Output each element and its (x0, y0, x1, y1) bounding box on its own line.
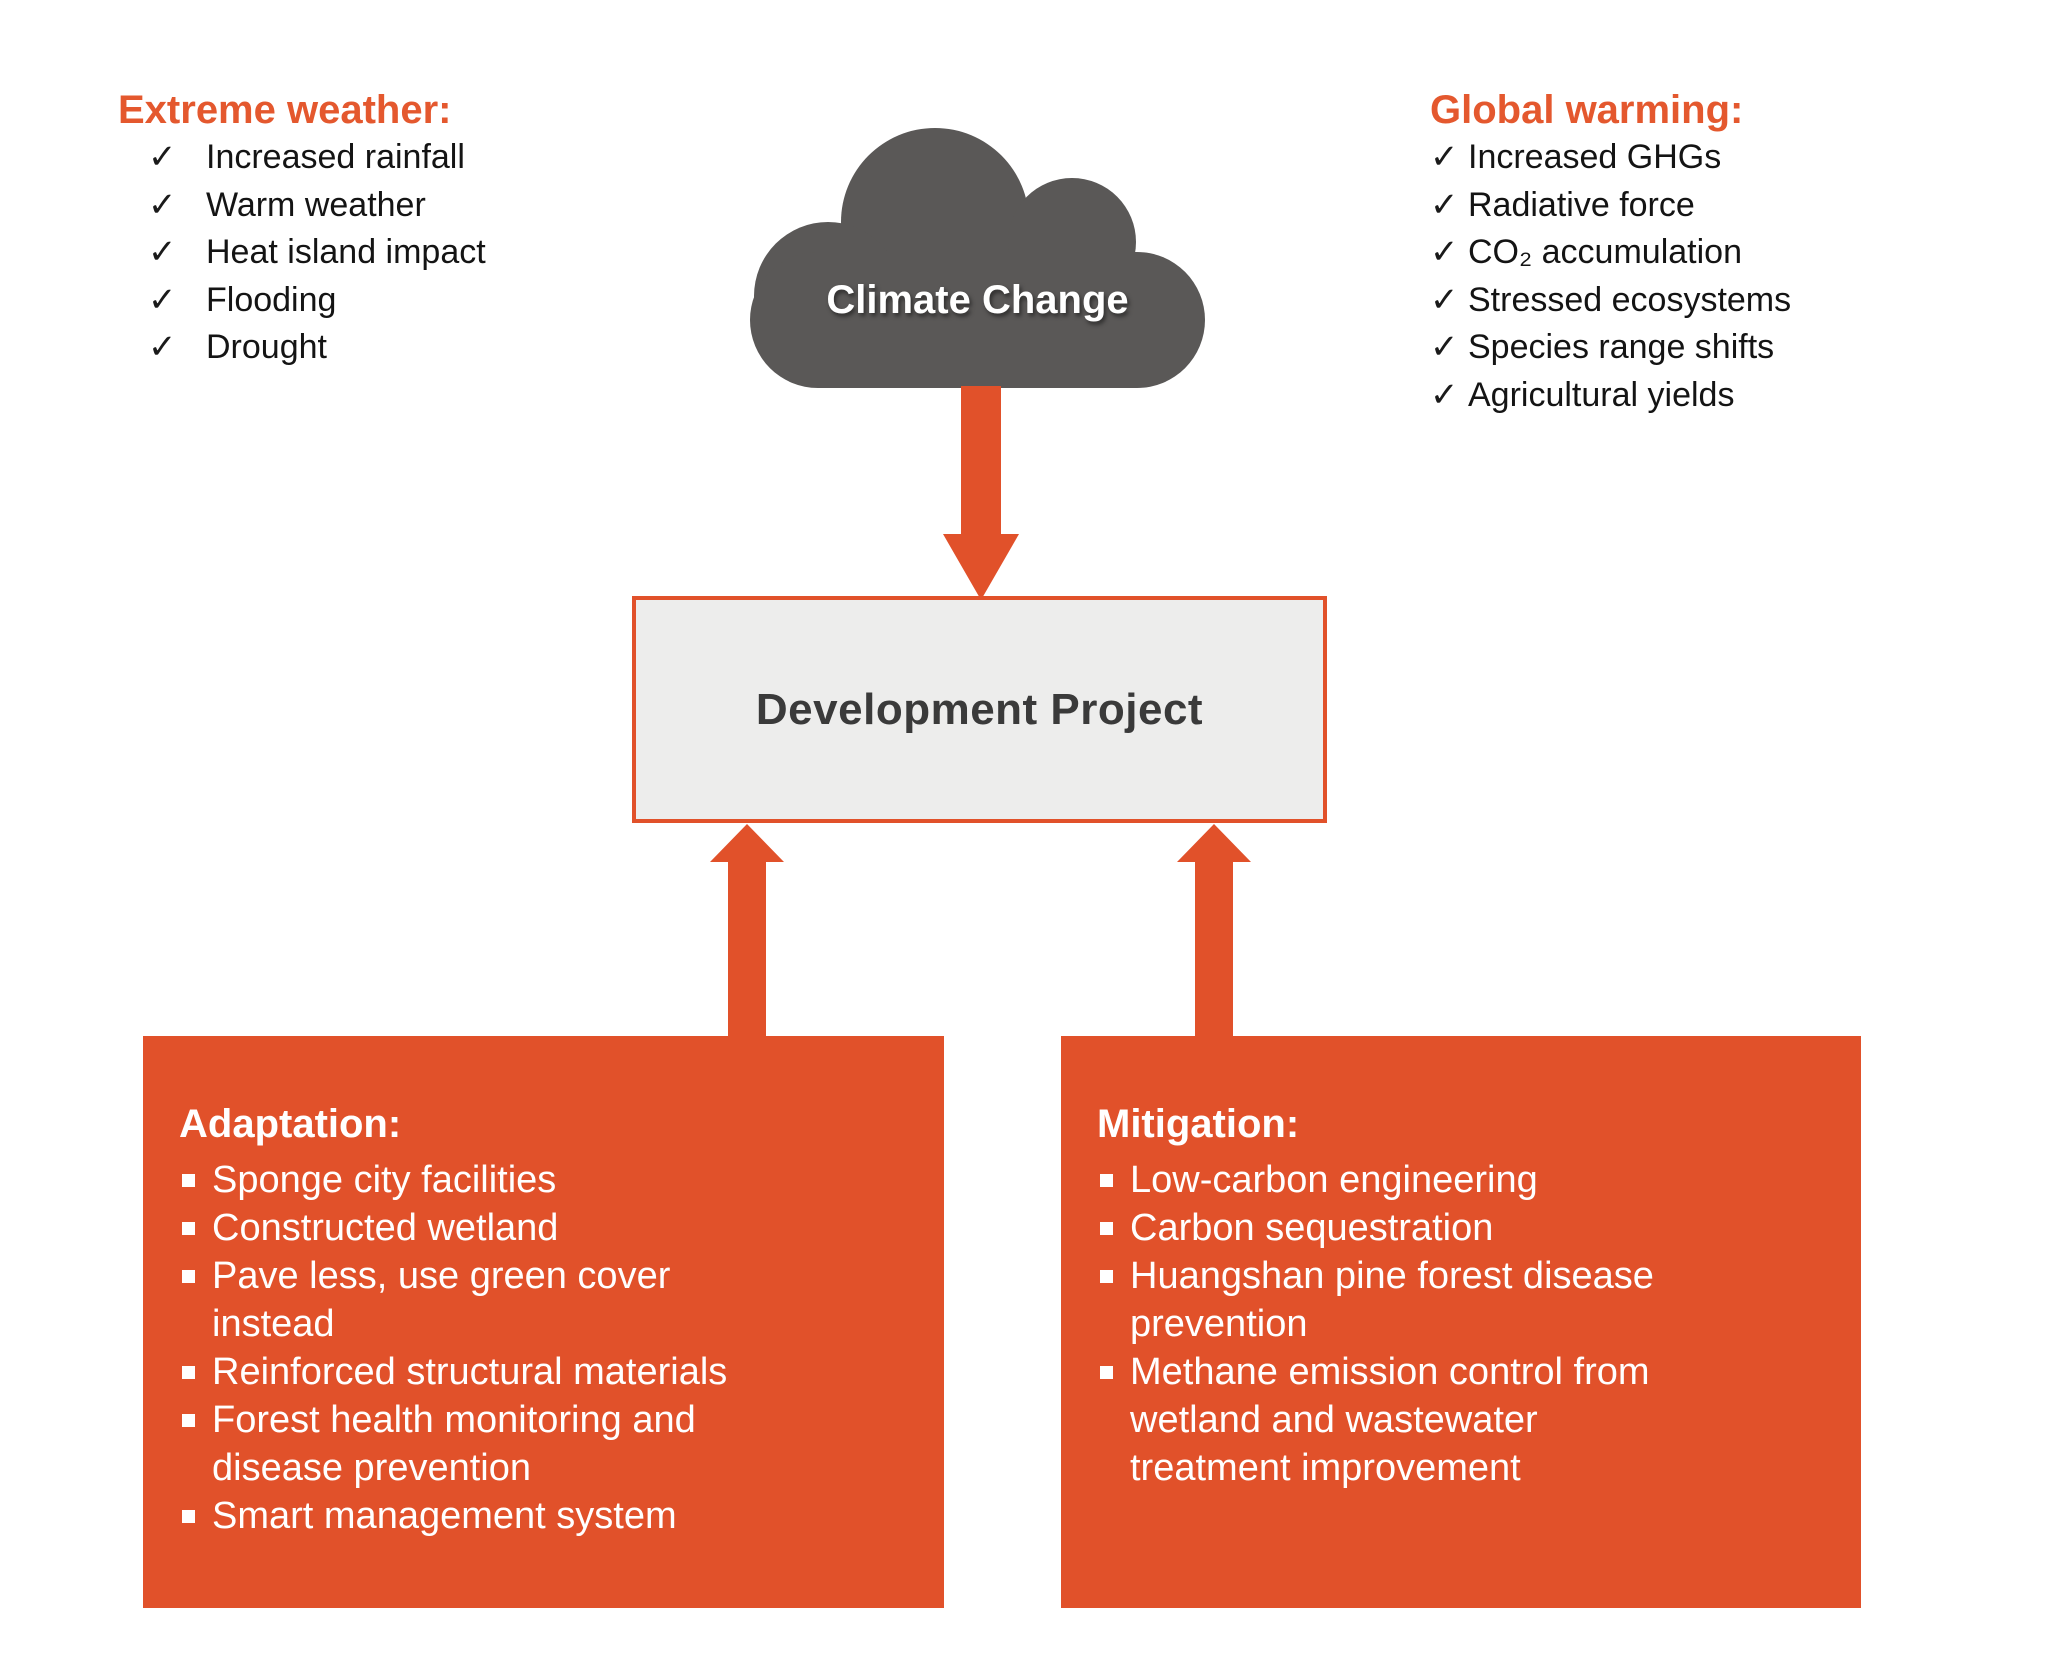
bullet-square-icon (1100, 1270, 1113, 1283)
checkmark-icon: ✓ (148, 185, 177, 224)
mitigation-item: Low-carbon engineering (1097, 1156, 1821, 1204)
extreme-weather-item-label: Heat island impact (206, 233, 486, 271)
mitigation-item-label: Methane emission control from wetland an… (1130, 1351, 1650, 1489)
global-warming-list: Global warming: ✓ Increased GHGs ✓ Radia… (1430, 86, 1930, 419)
checkmark-icon: ✓ (1430, 233, 1459, 271)
global-warming-item-label: Increased GHGs (1468, 138, 1722, 176)
bullet-square-icon (182, 1222, 195, 1235)
cloud-shape-icon (750, 252, 1205, 388)
global-warming-item-label: Stressed ecosystems (1468, 280, 1792, 319)
bullet-square-icon (1100, 1366, 1113, 1379)
cloud-label: Climate Change (826, 278, 1129, 322)
extreme-weather-item-label: Warm weather (206, 185, 426, 224)
bullet-square-icon (1100, 1222, 1113, 1235)
bullet-square-icon (182, 1510, 195, 1523)
global-warming-item: ✓ CO₂ accumulation (1430, 229, 1930, 277)
adaptation-item: Forest health monitoring and disease pre… (179, 1396, 904, 1492)
checkmark-icon: ✓ (1430, 138, 1459, 176)
extreme-weather-item: ✓ Increased rainfall (118, 134, 678, 182)
global-warming-item: ✓ Increased GHGs (1430, 134, 1930, 182)
global-warming-item: ✓ Stressed ecosystems (1430, 277, 1930, 325)
global-warming-items: ✓ Increased GHGs ✓ Radiative force ✓ CO₂… (1430, 134, 1930, 419)
up-arrow-head-icon (710, 824, 784, 862)
global-warming-title: Global warming: (1430, 88, 1744, 132)
adaptation-item: Sponge city facilities (179, 1156, 904, 1204)
global-warming-item: ✓ Agricultural yields (1430, 372, 1930, 420)
global-warming-item-label: CO₂ accumulation (1468, 233, 1742, 271)
extreme-weather-item-label: Increased rainfall (206, 138, 465, 176)
checkmark-icon: ✓ (148, 233, 177, 271)
adaptation-item-label: Reinforced structural materials (212, 1351, 728, 1393)
checkmark-icon: ✓ (148, 138, 177, 176)
mitigation-item-label: Huangshan pine forest disease prevention (1130, 1255, 1654, 1345)
mitigation-title: Mitigation: (1097, 1102, 1300, 1146)
bullet-square-icon (182, 1366, 195, 1379)
global-warming-item: ✓ Radiative force (1430, 182, 1930, 230)
extreme-weather-item: ✓ Drought (118, 324, 678, 372)
adaptation-item: Reinforced structural materials (179, 1348, 904, 1396)
bullet-square-icon (182, 1270, 195, 1283)
bullet-square-icon (182, 1414, 195, 1427)
checkmark-icon: ✓ (1430, 328, 1459, 366)
mitigation-item: Carbon sequestration (1097, 1204, 1821, 1252)
extreme-weather-title: Extreme weather: (118, 88, 452, 132)
development-project-box: Development Project (632, 596, 1327, 823)
mitigation-items: Low-carbon engineering Carbon sequestrat… (1097, 1156, 1821, 1492)
up-arrow-stem (728, 862, 766, 1037)
down-arrow-stem (961, 386, 1001, 534)
adaptation-items: Sponge city facilities Constructed wetla… (179, 1156, 904, 1540)
extreme-weather-item: ✓ Heat island impact (118, 229, 678, 277)
global-warming-item: ✓ Species range shifts (1430, 324, 1930, 372)
adaptation-item-label: Sponge city facilities (212, 1159, 557, 1201)
adaptation-box: Adaptation: Sponge city facilities Const… (143, 1036, 944, 1608)
adaptation-item-label: Smart management system (212, 1495, 677, 1537)
mitigation-box: Mitigation: Low-carbon engineering Carbo… (1061, 1036, 1861, 1608)
extreme-weather-items: ✓ Increased rainfall ✓ Warm weather ✓ He… (118, 134, 678, 372)
bullet-square-icon (182, 1174, 195, 1187)
checkmark-icon: ✓ (148, 328, 177, 366)
extreme-weather-item-label: Drought (206, 328, 327, 366)
up-arrow-head-icon (1177, 824, 1251, 862)
adaptation-title: Adaptation: (179, 1102, 402, 1146)
down-arrow-head-icon (943, 534, 1019, 600)
global-warming-item-label: Radiative force (1468, 185, 1695, 224)
checkmark-icon: ✓ (148, 280, 177, 319)
adaptation-item: Pave less, use green cover instead (179, 1252, 904, 1348)
extreme-weather-list: Extreme weather: ✓ Increased rainfall ✓ … (118, 86, 678, 372)
extreme-weather-item-label: Flooding (206, 280, 337, 319)
adaptation-item: Smart management system (179, 1492, 904, 1540)
checkmark-icon: ✓ (1430, 185, 1459, 224)
bullet-square-icon (1100, 1174, 1113, 1187)
extreme-weather-item: ✓ Warm weather (118, 182, 678, 230)
extreme-weather-item: ✓ Flooding (118, 277, 678, 325)
mitigation-item-label: Low-carbon engineering (1130, 1159, 1538, 1201)
adaptation-item-label: Pave less, use green cover instead (212, 1255, 671, 1345)
mitigation-item: Methane emission control from wetland an… (1097, 1348, 1821, 1492)
development-project-label: Development Project (755, 684, 1204, 734)
adaptation-item-label: Constructed wetland (212, 1207, 559, 1249)
global-warming-item-label: Species range shifts (1468, 328, 1775, 366)
mitigation-item: Huangshan pine forest disease prevention (1097, 1252, 1821, 1348)
mitigation-item-label: Carbon sequestration (1130, 1207, 1494, 1249)
checkmark-icon: ✓ (1430, 280, 1459, 319)
checkmark-icon: ✓ (1430, 375, 1459, 414)
up-arrow-stem (1195, 862, 1233, 1037)
adaptation-item: Constructed wetland (179, 1204, 904, 1252)
adaptation-item-label: Forest health monitoring and disease pre… (212, 1399, 696, 1489)
global-warming-item-label: Agricultural yields (1468, 375, 1735, 414)
